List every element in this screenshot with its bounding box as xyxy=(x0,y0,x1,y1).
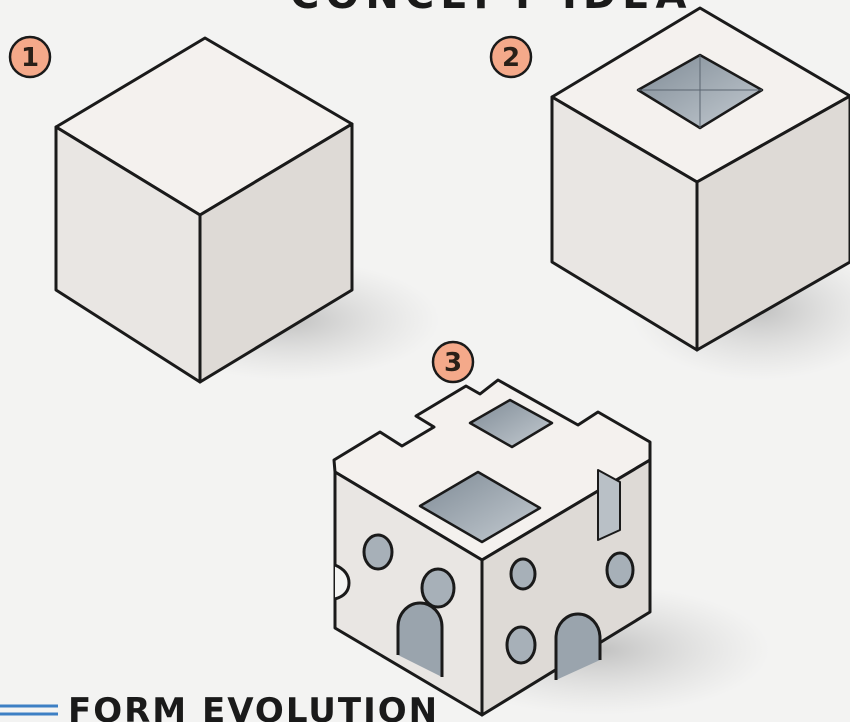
step-1: 1 xyxy=(10,37,440,382)
cube-3-hole-2 xyxy=(422,569,454,607)
footer: FORM EVOLUTION xyxy=(0,691,439,722)
footer-label: FORM EVOLUTION xyxy=(68,691,439,722)
step-3-number: 3 xyxy=(444,348,462,378)
cube-3-hole-3 xyxy=(511,559,535,589)
cube-3-notch-right xyxy=(598,470,620,540)
step-1-number: 1 xyxy=(21,43,39,73)
cube-3-hole-5 xyxy=(507,627,535,663)
step-2-number: 2 xyxy=(502,43,520,73)
page-title: CONCEPT IDEA xyxy=(290,0,692,18)
cube-3-hole-1 xyxy=(364,535,392,569)
step-2: 2 xyxy=(491,8,850,380)
cube-3-hole-4 xyxy=(607,553,633,587)
step-3: 3 xyxy=(334,342,770,715)
